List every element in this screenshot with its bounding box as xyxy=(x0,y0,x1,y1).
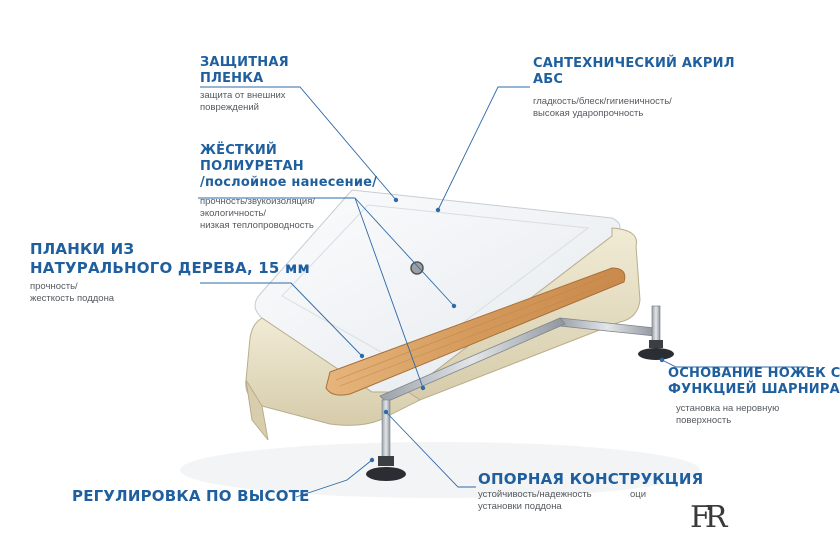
height-adjust-title: РЕГУЛИРОВКА ПО ВЫСОТЕ xyxy=(72,487,310,505)
support-frame-desc: устойчивость/надежность установки поддон… xyxy=(478,489,592,513)
leg-right-foot xyxy=(638,348,674,360)
acrylic-desc-line1: гладкость/блеск/гигиеничность/ xyxy=(533,96,672,107)
leg-base-desc: установка на неровную поверхность xyxy=(676,403,779,427)
protective-film-desc-line1: защита от внешних xyxy=(200,90,286,101)
polyurethane-desc: прочность/звукоизоляция/ экологичность/ … xyxy=(200,196,315,232)
acrylic-title-line1: САНТЕХНИЧЕСКИЙ АКРИЛ xyxy=(533,56,735,71)
support-frame-desc-line1: устойчивость/надежность xyxy=(478,489,592,500)
leg-base-desc-line1: установка на неровную xyxy=(676,403,780,414)
wood-plank xyxy=(325,267,626,396)
leg-base-title-line2: ФУНКЦИЕЙ ШАРНИРА xyxy=(668,382,840,397)
wood-planks-title: ПЛАНКИ ИЗ НАТУРАЛЬНОГО ДЕРЕВА, 15 мм xyxy=(30,240,310,278)
leg-base-title-line1: ОСНОВАНИЕ НОЖЕК С xyxy=(668,366,840,381)
floor-shadow xyxy=(180,442,700,498)
support-frame-desc-line2: установки поддона xyxy=(478,501,562,512)
support-frame-extra: оци xyxy=(630,489,647,500)
polyurethane-title-line1: ЖЁСТКИЙ xyxy=(200,143,277,158)
wood-planks-desc-line2: жесткость поддона xyxy=(30,293,115,304)
polyurethane-title-line2: ПОЛИУРЕТАН xyxy=(200,159,304,174)
polyurethane-desc-line2: экологичность/ xyxy=(200,208,267,219)
acrylic-desc: гладкость/блеск/гигиеничность/ высокая у… xyxy=(533,96,672,120)
brand-logo: FR xyxy=(690,500,727,535)
wood-planks-title-line2: НАТУРАЛЬНОГО ДЕРЕВА, 15 мм xyxy=(30,259,310,277)
support-frame-title: ОПОРНАЯ КОНСТРУКЦИЯ xyxy=(478,470,704,488)
protective-film-title-line1: ЗАЩИТНАЯ xyxy=(200,55,289,70)
leg-left-foot xyxy=(366,467,406,481)
polyurethane-desc-line3: низкая теплопроводность xyxy=(200,220,314,231)
protective-film-title: ЗАЩИТНАЯ ПЛЕНКА xyxy=(200,55,289,87)
protective-film-desc-line2: повреждений xyxy=(200,102,259,113)
polyurethane-title-line3: /послойное нанесение/ xyxy=(200,175,378,190)
acrylic-desc-line2: высокая ударопрочность xyxy=(533,108,644,119)
wood-planks-desc-line1: прочность/ xyxy=(30,281,78,292)
polyurethane-desc-line1: прочность/звукоизоляция/ xyxy=(200,196,316,207)
leg-base-desc-line2: поверхность xyxy=(676,415,732,426)
leg-base-title: ОСНОВАНИЕ НОЖЕК С ФУНКЦИЕЙ ШАРНИРА xyxy=(668,366,840,398)
polyurethane-title: ЖЁСТКИЙ ПОЛИУРЕТАН /послойное нанесение/ xyxy=(200,143,377,191)
wood-planks-title-line1: ПЛАНКИ ИЗ xyxy=(30,240,135,258)
protective-film-desc: защита от внешних повреждений xyxy=(200,90,286,114)
acrylic-title: САНТЕХНИЧЕСКИЙ АКРИЛ АБС xyxy=(533,56,735,88)
acrylic-title-line2: АБС xyxy=(533,72,564,87)
wood-planks-desc: прочность/ жесткость поддона xyxy=(30,281,114,305)
drain-hole xyxy=(410,261,424,275)
protective-film-title-line2: ПЛЕНКА xyxy=(200,71,264,86)
